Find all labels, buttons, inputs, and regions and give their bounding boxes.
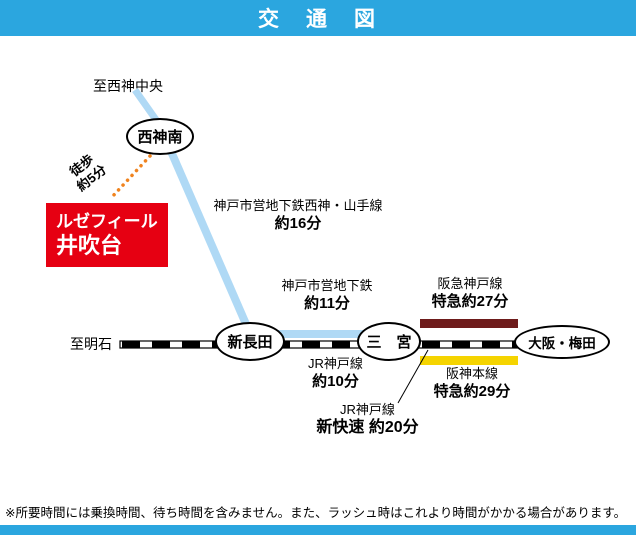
hankyu-time: 特急約27分 xyxy=(431,293,509,311)
jr-kobe-name: JR神戸線 xyxy=(308,356,363,371)
station-seishin-minami: 西神南 xyxy=(126,118,194,155)
hanshin-name: 阪神本線 xyxy=(445,366,498,381)
endpoint-to-seishin-chuo: 至西神中央 xyxy=(93,78,163,94)
hankyu-name: 阪急神戸線 xyxy=(437,276,503,291)
jr-kobe-label: JR神戸線 約10分 xyxy=(288,356,383,392)
hankyu-label: 阪急神戸線 特急約27分 xyxy=(418,276,522,312)
walk-dotted-line xyxy=(110,154,152,199)
hanshin-line xyxy=(420,356,518,365)
station-sannomiya: 三 宮 xyxy=(357,322,421,361)
jr-rapid-leader-line xyxy=(397,349,429,404)
subway-line-horizontal-segment xyxy=(250,330,390,338)
subway-time: 約11分 xyxy=(304,295,350,313)
property-badge: ルゼフィール 井吹台 xyxy=(46,203,168,267)
station-osaka-umeda: 大阪・梅田 xyxy=(514,325,610,359)
subway-seishin-yamate-name: 神戸市営地下鉄西神・山手線 xyxy=(213,198,383,213)
property-name-line2: 井吹台 xyxy=(56,232,123,258)
title-bar: 交 通 図 xyxy=(0,0,636,36)
station-shin-nagata: 新長田 xyxy=(215,322,285,361)
footer-bar xyxy=(0,525,636,535)
endpoint-to-akashi: 至明石 xyxy=(70,336,112,352)
hankyu-line xyxy=(420,319,518,328)
subway-shin-nagata-sannomiya-label: 神戸市営地下鉄 約11分 xyxy=(262,278,392,314)
hanshin-label: 阪神本線 特急約29分 xyxy=(420,366,524,402)
page-title: 交 通 図 xyxy=(258,8,378,31)
jr-kobe-time: 約10分 xyxy=(312,373,359,391)
jr-rapid-time: 新快速 約20分 xyxy=(316,419,419,437)
jr-rapid-label: JR神戸線 新快速 約20分 xyxy=(300,402,435,439)
disclaimer-note: ※所要時間には乗換時間、待ち時間を含みません。また、ラッシュ時はこれより時間がか… xyxy=(5,506,627,520)
property-name-line1: ルゼフィール xyxy=(56,211,158,231)
jr-rapid-name: JR神戸線 xyxy=(340,402,395,417)
subway-seishin-yamate-time: 約16分 xyxy=(274,215,322,233)
hanshin-time: 特急約29分 xyxy=(433,383,511,401)
subway-seishin-yamate-label: 神戸市営地下鉄西神・山手線 約16分 xyxy=(198,198,398,234)
subway-name: 神戸市営地下鉄 xyxy=(281,278,373,293)
subway-line-diagonal-segment xyxy=(166,147,253,333)
